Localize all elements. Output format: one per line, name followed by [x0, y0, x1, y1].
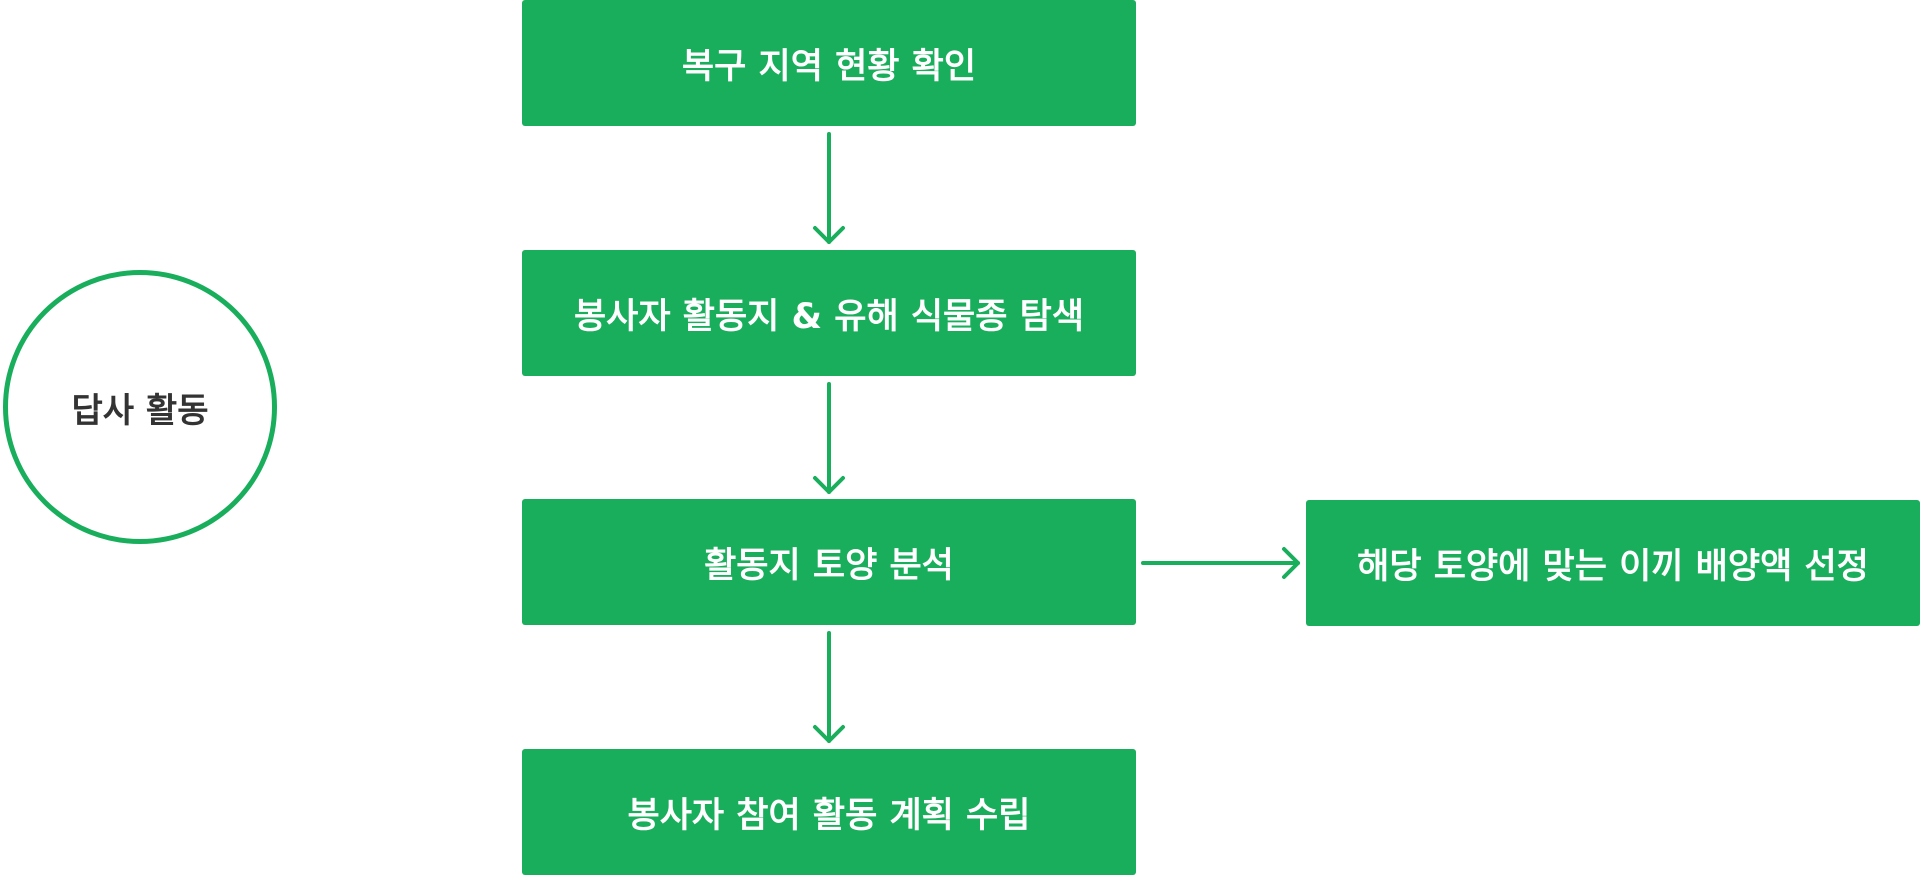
arrow-right-icon — [1141, 547, 1300, 579]
step-box-plan-activities: 봉사자 참여 활동 계획 수립 — [522, 749, 1136, 875]
step-box-select-moss-medium: 해당 토양에 맞는 이끼 배양액 선정 — [1306, 500, 1920, 626]
arrow-down-1-icon — [813, 132, 845, 244]
step-label: 봉사자 참여 활동 계획 수립 — [627, 795, 1031, 836]
step-box-soil-analysis: 활동지 토양 분석 — [522, 499, 1136, 625]
survey-activity-circle: 답사 활동 — [3, 270, 277, 544]
step-label: 복구 지역 현황 확인 — [681, 46, 977, 87]
step-label: 활동지 토양 분석 — [704, 545, 954, 586]
step-box-check-recovery-area: 복구 지역 현황 확인 — [522, 0, 1136, 126]
step-label: 봉사자 활동지 & 유해 식물종 탐색 — [573, 296, 1085, 337]
step-label: 해당 토양에 맞는 이끼 배양액 선정 — [1357, 546, 1869, 587]
step-box-explore-sites: 봉사자 활동지 & 유해 식물종 탐색 — [522, 250, 1136, 376]
arrow-down-2-icon — [813, 382, 845, 494]
arrow-down-3-icon — [813, 631, 845, 743]
survey-activity-label: 답사 활동 — [71, 390, 209, 431]
